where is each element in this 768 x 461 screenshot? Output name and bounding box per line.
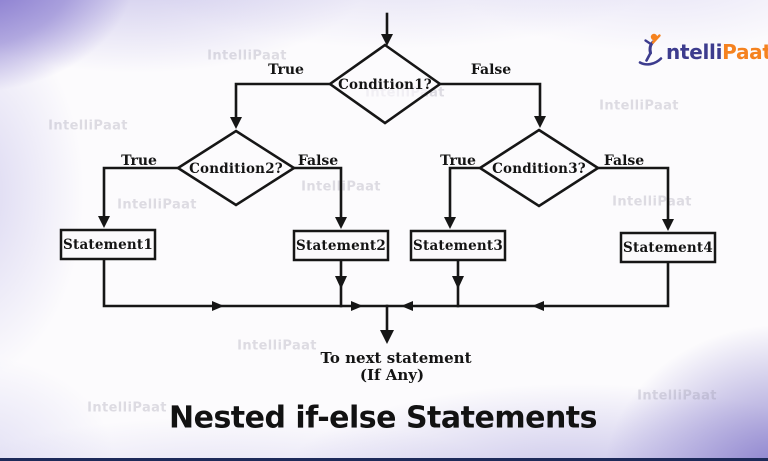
- arrowhead-merge-right-1: [212, 301, 224, 311]
- condition1-false-connector: [437, 82, 542, 120]
- footer-accent-bar: [0, 458, 768, 461]
- arrowhead-into-statement2: [335, 217, 347, 229]
- condition3-true-connector: [448, 166, 483, 221]
- condition3-true-label: True: [440, 153, 476, 169]
- condition1-true-label: True: [268, 62, 304, 78]
- arrowhead-merge-right-2: [351, 301, 363, 311]
- statement3-label: Statement3: [413, 238, 503, 254]
- logo-text: ntelliPaat: [666, 40, 768, 64]
- arrowhead-exit: [380, 330, 394, 344]
- condition1-diamond: [327, 43, 443, 125]
- arrowhead-merge-left-1: [401, 301, 413, 311]
- logo-figure-icon: [638, 32, 664, 72]
- exit-text-line2: (If Any): [359, 366, 425, 384]
- statement1-label: Statement1: [63, 237, 153, 253]
- arrowhead-merge-left-2: [532, 301, 544, 311]
- condition2-true-label: True: [121, 153, 157, 169]
- statement4-box: [619, 231, 717, 264]
- condition2-diamond: [175, 129, 297, 207]
- exit-text-line1: To next statement: [320, 349, 472, 367]
- statement3-box: [409, 229, 507, 262]
- condition3-diamond: [477, 128, 601, 208]
- condition2-false-label: False: [297, 153, 339, 169]
- condition2-true-connector: [102, 166, 181, 220]
- condition3-false-label: False: [603, 153, 645, 169]
- statement4-label: Statement4: [623, 240, 713, 256]
- arrowhead-into-statement3: [444, 217, 456, 229]
- arrowhead-entry: [381, 34, 393, 46]
- logo-text-prefix: ntelli: [666, 40, 723, 64]
- condition3-label: Condition3?: [492, 161, 586, 177]
- condition1-false-label: False: [470, 62, 512, 78]
- arrowhead-into-condition3: [534, 116, 546, 128]
- statement2-box: [292, 229, 390, 262]
- merge-connector: [102, 257, 670, 308]
- condition1-true-connector: [234, 82, 333, 121]
- logo-text-suffix: Paat: [722, 40, 768, 64]
- arrowhead-statement3-down: [452, 276, 464, 289]
- arrowhead-statement2-down: [335, 276, 347, 289]
- condition2-label: Condition2?: [189, 161, 283, 177]
- statement1-box: [59, 228, 157, 261]
- arrowhead-into-condition2: [230, 117, 242, 129]
- arrowhead-into-statement4: [662, 219, 674, 231]
- condition1-label: Condition1?: [338, 77, 432, 93]
- intellipaat-logo: ntelliPaat: [638, 32, 768, 72]
- arrowhead-into-statement1: [98, 216, 110, 228]
- condition3-false-connector: [595, 166, 670, 223]
- condition2-false-connector: [291, 166, 343, 221]
- page-title: Nested if-else Statements: [169, 400, 598, 436]
- statement2-label: Statement2: [296, 238, 386, 254]
